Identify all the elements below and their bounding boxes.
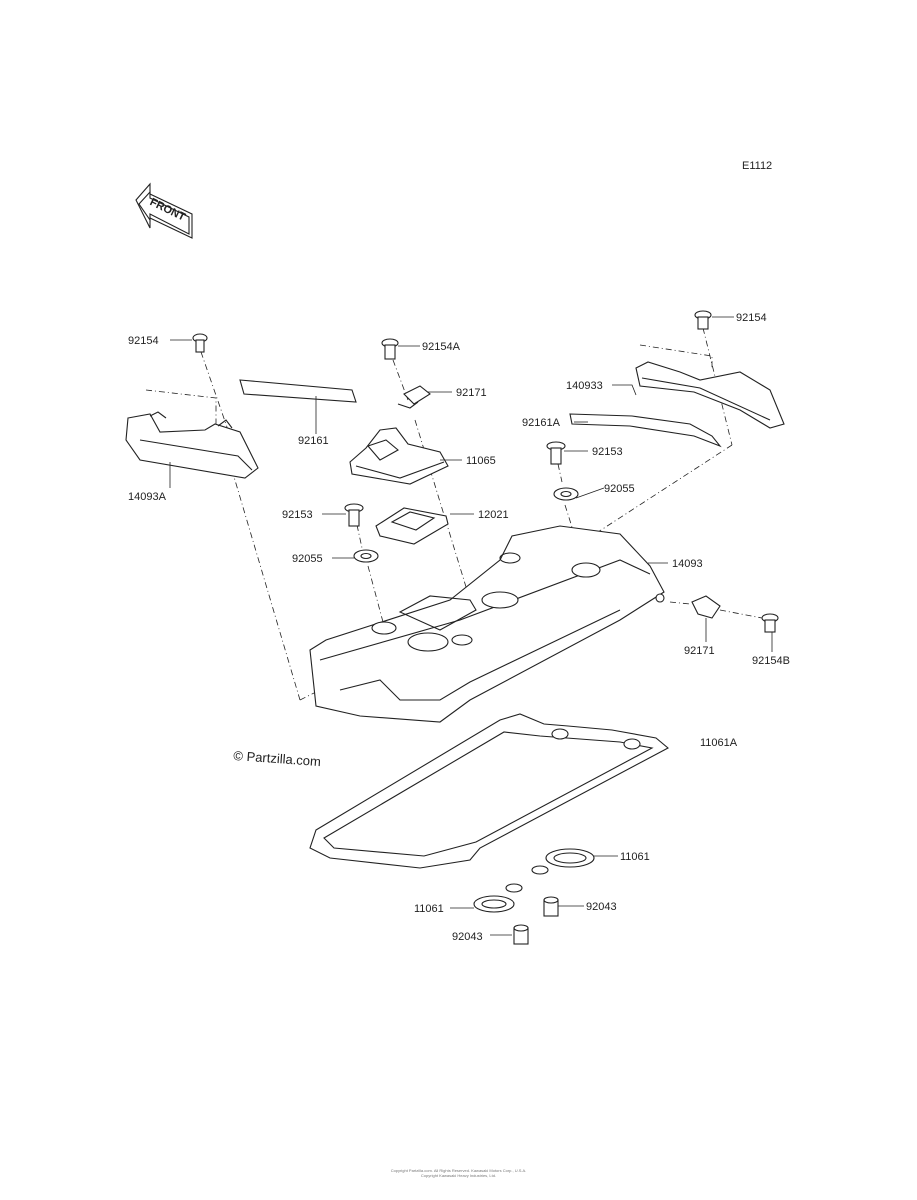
callout-92055-right: 92055: [604, 483, 635, 495]
callout-92153-right: 92153: [592, 446, 623, 458]
breather-cover-part: [349, 427, 449, 485]
callout-92043-left: 92043: [452, 931, 483, 943]
callout-14093: 14093: [672, 558, 703, 570]
dowel-pin-left-part: [513, 924, 529, 945]
bolt-92154-right-part: [694, 310, 712, 330]
bolt-92154a-part: [381, 338, 399, 360]
washer-92055-left-part: [353, 549, 379, 563]
callout-92154a: 92154A: [422, 341, 461, 353]
callout-92161a: 92161A: [522, 417, 561, 429]
bolt-92154-left-part: [192, 333, 208, 353]
clamp-92171-bottom-part: [691, 595, 721, 619]
diagram-reference-code: E1112: [742, 160, 773, 172]
callout-92043-right: 92043: [586, 901, 617, 913]
callout-92154b: 92154B: [752, 655, 790, 667]
callout-92171-bottom: 92171: [684, 645, 715, 657]
side-cover-right-part: [635, 361, 785, 429]
callout-92154-right: 92154: [736, 312, 767, 324]
seal-strip-right-part: [569, 413, 722, 448]
front-direction-arrow-icon: FRONT: [135, 182, 193, 239]
dowel-pin-right-part: [543, 896, 559, 917]
bolt-92154b-part: [761, 613, 779, 633]
callout-12021: 12021: [478, 509, 509, 521]
callout-11061a: 11061A: [700, 737, 738, 749]
seal-strip-left-part: [239, 379, 357, 403]
plug-hole-gasket-right-part: [531, 848, 595, 875]
side-cover-left-part: [125, 411, 259, 479]
plug-hole-gasket-left-part: [473, 883, 523, 913]
callout-92161: 92161: [298, 435, 329, 447]
callout-leader-lines: [169, 316, 773, 936]
callout-140933: 140933: [566, 380, 603, 392]
callout-92153-left: 92153: [282, 509, 313, 521]
callout-11065: 11065: [466, 455, 496, 467]
callout-11061-right: 11061: [620, 851, 650, 863]
clamp-92171-top-part: [397, 385, 431, 409]
washer-92055-right-part: [553, 487, 579, 501]
copyright-line-1: Copyright Partzilla.com. All Rights Rese…: [390, 1168, 527, 1173]
breather-plate-part: [375, 507, 449, 545]
bolt-92153-left-part: [344, 503, 364, 527]
bolt-92153-right-part: [546, 441, 566, 465]
copyright-footer: Copyright Partzilla.com. All Rights Rese…: [0, 1168, 917, 1178]
callout-92055-left: 92055: [292, 553, 323, 565]
cylinder-head-cover-part: [309, 525, 665, 723]
head-cover-gasket-part: [309, 713, 669, 869]
callout-92154-left: 92154: [128, 335, 159, 347]
callout-14093a: 14093A: [128, 491, 167, 503]
callout-92171-top: 92171: [456, 387, 487, 399]
copyright-line-2: Copyright Kawasaki Heavy Industries, Ltd…: [420, 1173, 497, 1178]
callout-11061-left: 11061: [414, 903, 444, 915]
